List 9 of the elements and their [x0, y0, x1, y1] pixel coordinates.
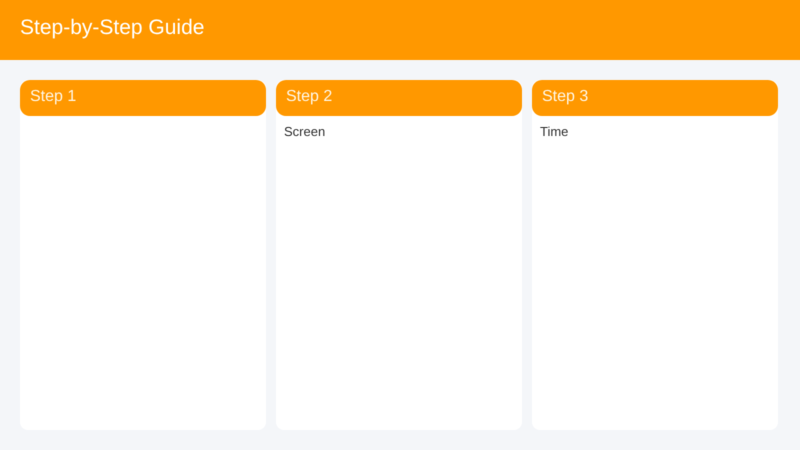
step-card [276, 80, 522, 430]
step-header: Step 3 [532, 80, 778, 116]
step-text: Screen [284, 124, 326, 140]
step-header: Step 1 [20, 80, 266, 116]
step-card [20, 80, 266, 430]
page-title: Step-by-Step Guide [20, 15, 204, 41]
step-text: Time [540, 124, 568, 140]
step-card [532, 80, 778, 430]
step-header: Step 2 [276, 80, 522, 116]
